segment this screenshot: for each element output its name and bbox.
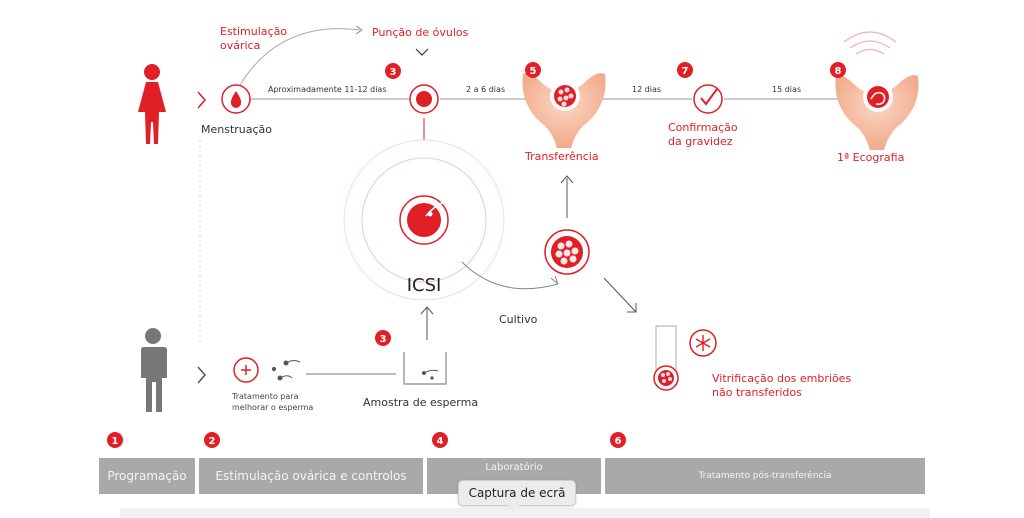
menstruation-label: Menstruação bbox=[201, 123, 272, 136]
sperm-treatment-label: Tratamento para bbox=[231, 392, 299, 401]
chevron-down-icon bbox=[415, 48, 429, 56]
sperm-treatment-label: melhorar o esperma bbox=[232, 403, 313, 412]
ultrasound-label: 1ª Ecografia bbox=[837, 151, 904, 164]
sperm-treatment-node bbox=[233, 357, 259, 383]
sperm-sample-label: Amostra de esperma bbox=[363, 396, 478, 409]
chevron-up-icon bbox=[560, 175, 574, 184]
phase-label: Estimulação ovárica e controlos bbox=[215, 469, 407, 483]
embryo-node bbox=[544, 229, 590, 275]
confirmation-node bbox=[693, 84, 723, 114]
blood-drop-icon bbox=[230, 91, 242, 108]
screenshot-tooltip: Captura de ecrã bbox=[458, 480, 576, 506]
transfer-label: Transferência bbox=[524, 150, 599, 163]
stimulation-label: ovárica bbox=[220, 39, 260, 52]
culture-label: Cultivo bbox=[499, 313, 538, 326]
uterus-icon bbox=[522, 73, 606, 148]
svg-text:3: 3 bbox=[380, 334, 387, 345]
bottom-strip bbox=[120, 508, 930, 518]
check-icon bbox=[700, 88, 718, 106]
chevron-right-icon bbox=[197, 91, 206, 109]
confirmation-label: da gravidez bbox=[668, 135, 733, 148]
man-icon bbox=[141, 328, 167, 412]
vitrification-label: não transferidos bbox=[712, 386, 802, 399]
phase-badge: 1 bbox=[107, 432, 123, 448]
icsi-node bbox=[343, 139, 505, 301]
step-badge: 3 bbox=[375, 330, 391, 346]
phase-badge: 6 bbox=[610, 432, 626, 448]
snowflake-icon bbox=[689, 329, 717, 357]
uterus-icon bbox=[835, 75, 919, 150]
svg-text:2: 2 bbox=[209, 436, 216, 447]
timeline-label: Aproximadamente 11-12 dias bbox=[268, 85, 387, 94]
arrow-icon bbox=[627, 303, 637, 313]
phase-post-transfer[interactable]: Tratamento pós-transferência bbox=[605, 458, 925, 494]
stimulation-arc bbox=[239, 28, 361, 86]
sperm-icon bbox=[271, 360, 301, 381]
svg-text:7: 7 bbox=[682, 66, 689, 77]
icsi-label: ICSI bbox=[407, 275, 442, 296]
svg-text:3: 3 bbox=[390, 67, 397, 78]
oocyte-retrieval-label: Punção de óvulos bbox=[372, 26, 469, 39]
phase-label: Tratamento pós-transferência bbox=[698, 471, 832, 481]
chevron-right-icon bbox=[197, 366, 206, 384]
step-badge: 5 bbox=[525, 62, 541, 78]
menstruation-node bbox=[221, 84, 251, 114]
phase-label: Programação bbox=[107, 469, 187, 483]
phase-badge: 2 bbox=[204, 432, 220, 448]
svg-text:6: 6 bbox=[615, 436, 622, 447]
arrow-line bbox=[603, 277, 637, 313]
svg-text:4: 4 bbox=[437, 436, 444, 447]
step-badge: 8 bbox=[830, 62, 846, 78]
confirmation-label: Confirmação bbox=[668, 121, 738, 134]
phase-stimulation[interactable]: Estimulação ovárica e controlos bbox=[199, 458, 423, 494]
woman-icon bbox=[138, 64, 166, 144]
svg-text:5: 5 bbox=[530, 66, 537, 77]
arrow-icon bbox=[355, 25, 363, 35]
signal-waves-icon bbox=[843, 31, 897, 55]
chevron-up-icon bbox=[420, 306, 434, 315]
culture-arc bbox=[461, 261, 559, 290]
test-tube-icon bbox=[653, 325, 679, 391]
timeline-label: 2 a 6 dias bbox=[466, 85, 505, 94]
phase-badge: 4 bbox=[432, 432, 448, 448]
step-badge: 7 bbox=[677, 62, 693, 78]
svg-text:8: 8 bbox=[835, 66, 842, 77]
oocyte-node bbox=[409, 84, 439, 114]
timeline-label: 12 dias bbox=[632, 85, 661, 94]
phase-programming[interactable]: Programação bbox=[99, 458, 195, 494]
step-badge: 3 bbox=[385, 63, 401, 79]
vitrification-label: Vitrificação dos embriões bbox=[712, 372, 851, 385]
tooltip-arrow bbox=[508, 504, 520, 511]
arrow-icon bbox=[550, 275, 559, 285]
phase-label: Laboratório bbox=[485, 462, 543, 473]
sample-cup-icon bbox=[403, 352, 447, 385]
tooltip-text: Captura de ecrã bbox=[468, 486, 566, 500]
svg-text:1: 1 bbox=[112, 436, 119, 447]
stimulation-label: Estimulação bbox=[220, 25, 287, 38]
timeline-label: 15 dias bbox=[772, 85, 801, 94]
